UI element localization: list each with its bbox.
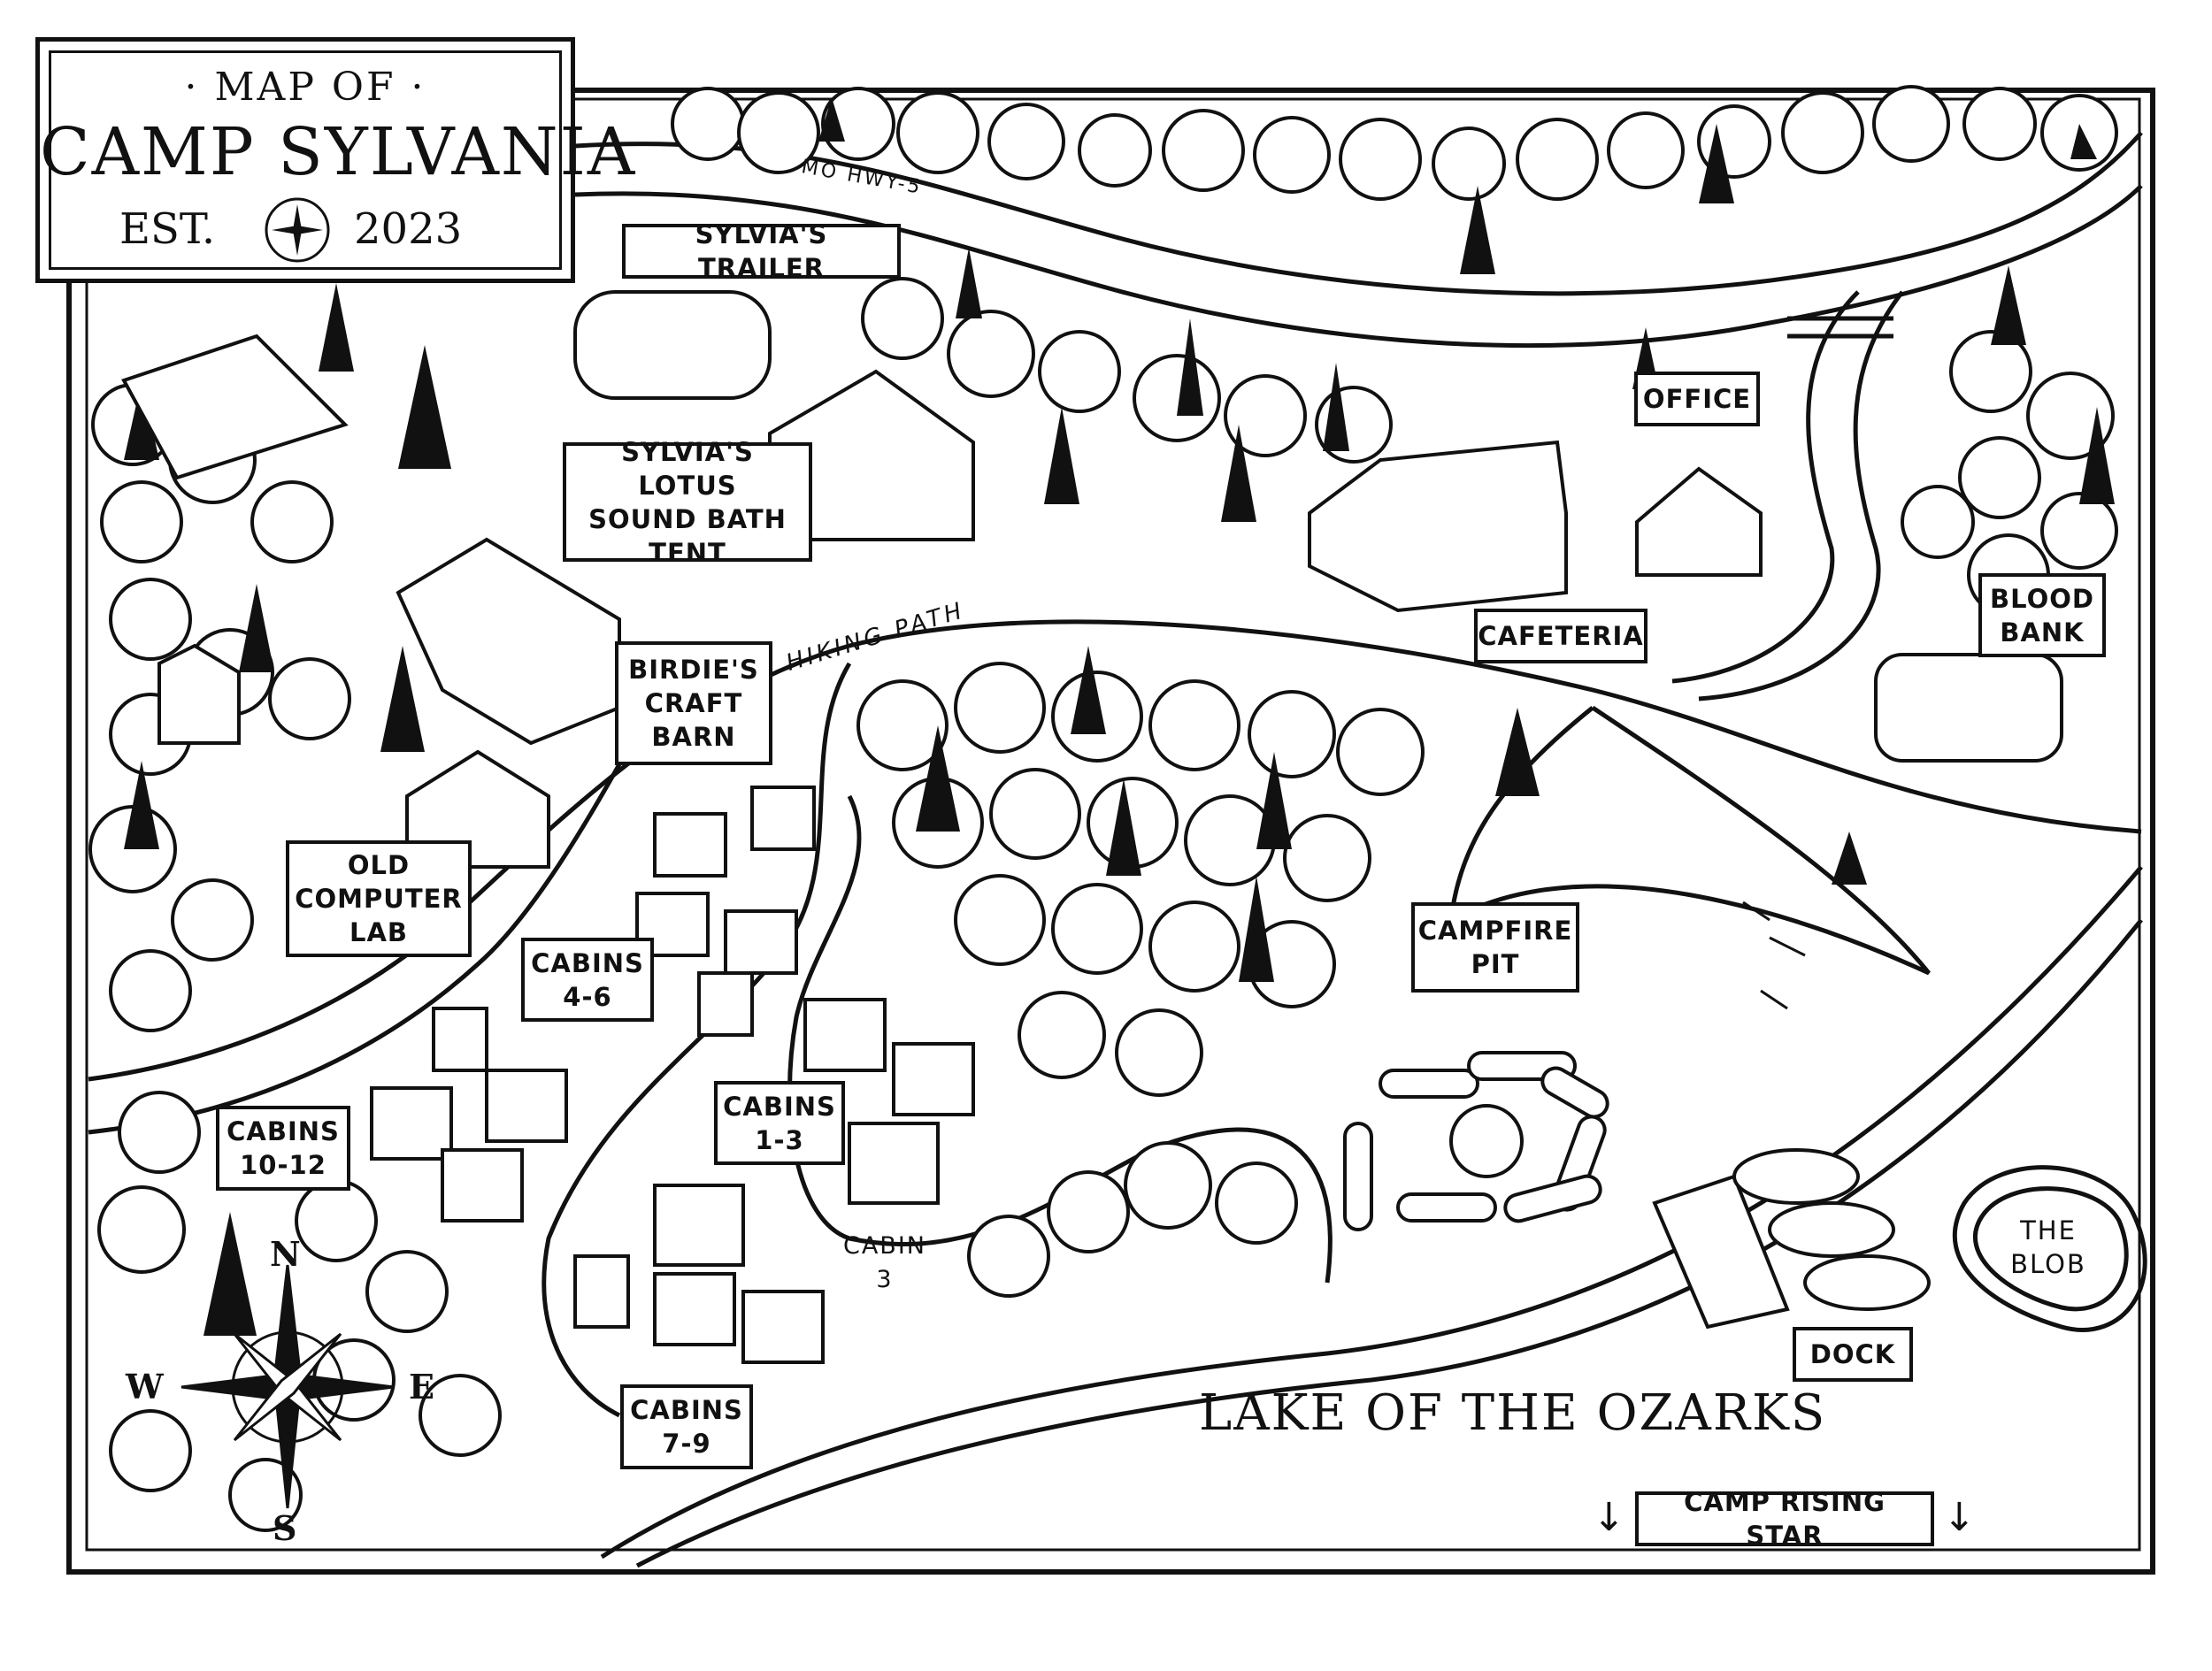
- compass-south: S: [273, 1508, 297, 1548]
- buildings: [121, 290, 2063, 1364]
- compass-west: W: [126, 1367, 164, 1407]
- map-inner-frame: [85, 97, 2141, 1552]
- label-cabins-4-6: CABINS 4-6: [521, 938, 654, 1022]
- lake-water-lines: [1742, 901, 1806, 1010]
- arrow-down-right-icon: ↓: [1943, 1495, 1976, 1540]
- highway-road: [574, 131, 2143, 701]
- dock-and-boats: [1652, 1148, 1931, 1330]
- label-campfire-pit: CAMPFIRE PIT: [1411, 902, 1579, 993]
- compass-north: N: [270, 1234, 301, 1274]
- office-building-shape: [1635, 466, 1763, 577]
- blood-bank-bus-shape: [1874, 653, 2063, 763]
- the-blob-shape: [1952, 1165, 2147, 1332]
- label-old-computer-lab: OLD COMPUTER LAB: [286, 840, 472, 957]
- pine-trees: [124, 97, 2115, 1336]
- map-title-box: · MAP OF · CAMP SYLVANIA EST. 2023: [35, 37, 637, 283]
- lake-shore: [600, 865, 2143, 1568]
- the-blob-label: THE BLOB: [2010, 1215, 2086, 1279]
- lake-label: LAKE OF THE OZARKS: [1199, 1384, 1827, 1442]
- label-cabins-10-12: CABINS 10-12: [216, 1106, 350, 1191]
- dock-shape: [1652, 1174, 1790, 1330]
- craft-barn-shape: [396, 537, 621, 746]
- label-dock: DOCK: [1793, 1327, 1913, 1382]
- label-sylvias-trailer: SYLVIA'S TRAILER: [622, 219, 901, 283]
- label-cabins-7-9: CABINS 7-9: [620, 1384, 753, 1469]
- label-cabins-1-3: CABINS 1-3: [714, 1081, 845, 1165]
- title-map-of: · MAP OF ·: [184, 65, 426, 110]
- compass-emblem-icon: [265, 197, 330, 263]
- map-title-inner-border: [49, 50, 562, 270]
- label-camp-rising-star: CAMP RISING STAR: [1635, 1487, 1934, 1551]
- compass-east: E: [409, 1367, 434, 1407]
- label-blood-bank: BLOOD BANK: [1978, 573, 2106, 657]
- forest: [88, 85, 2118, 1532]
- title-est: EST.: [119, 204, 216, 254]
- label-cafeteria: CAFETERIA: [1474, 609, 1647, 663]
- sylvias-trailer-shape: [573, 290, 772, 400]
- title-camp-name: CAMP SYLVANIA: [40, 114, 637, 190]
- title-year: 2023: [354, 204, 463, 254]
- cafeteria-building-shape: [1308, 440, 1568, 613]
- label-office: OFFICE: [1634, 372, 1760, 426]
- campfire-logs: [1343, 1051, 1609, 1231]
- label-craft-barn: BIRDIE'S CRAFT BARN: [615, 641, 772, 765]
- label-sound-bath-tent: SYLVIA'S LOTUS SOUND BATH TENT: [563, 437, 812, 568]
- map-frame: [66, 88, 2155, 1575]
- arrow-down-left-icon: ↓: [1593, 1495, 1625, 1540]
- cabin-3-label: CABIN 3: [842, 1232, 926, 1293]
- compass-rose: [180, 1264, 395, 1509]
